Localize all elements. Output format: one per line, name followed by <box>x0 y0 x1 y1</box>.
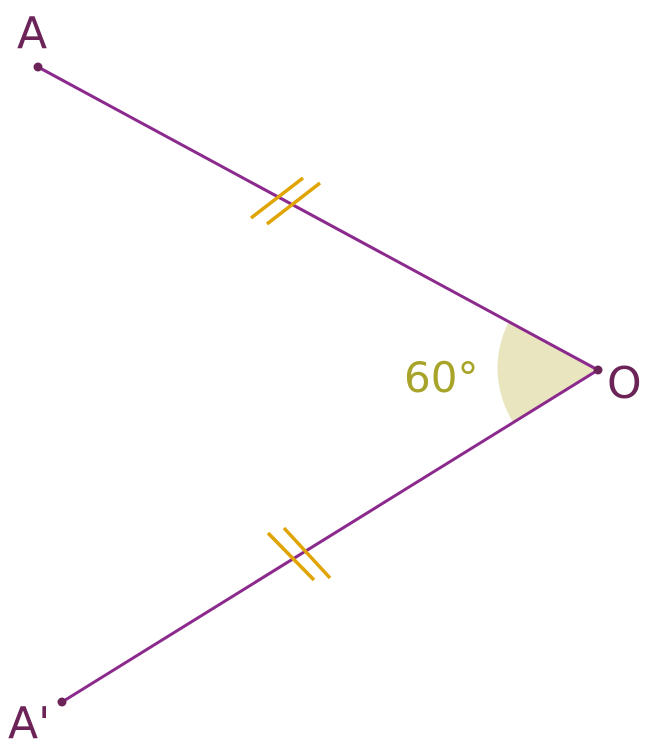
label-a-prime: A' <box>8 698 50 746</box>
point-a-prime <box>57 697 67 707</box>
label-o: O <box>607 358 642 409</box>
tick-mark <box>265 181 322 226</box>
tick-marks-oa <box>249 176 322 226</box>
tick-marks-oa-prime <box>266 526 332 582</box>
angle-label: 60° <box>404 353 478 402</box>
tick-mark <box>282 526 332 580</box>
tick-mark <box>249 176 305 220</box>
point-o <box>593 365 603 375</box>
segment-oa <box>36 65 600 372</box>
segment-oa-prime <box>60 368 600 704</box>
tick-mark <box>266 531 316 582</box>
point-a <box>33 62 43 72</box>
angle-sector <box>497 322 598 422</box>
label-a: A <box>17 8 47 59</box>
